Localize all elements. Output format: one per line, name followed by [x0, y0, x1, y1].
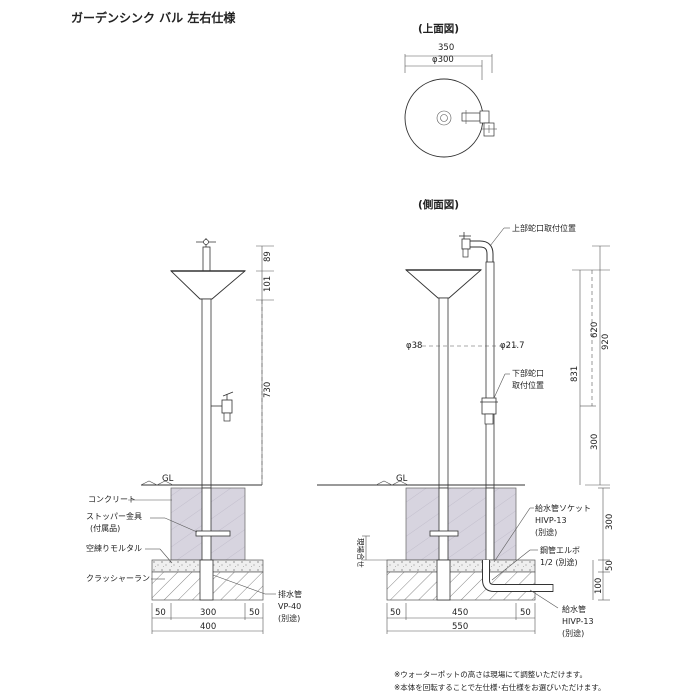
front-drain-pipe — [199, 559, 214, 601]
side-dim-100: 100 — [594, 578, 604, 594]
label-concrete: コンクリート — [88, 495, 136, 504]
side-dim-w50a: 50 — [390, 608, 401, 618]
side-dim-920: 920 — [601, 334, 611, 350]
label-elbow-1: 鋼管エルボ — [540, 545, 580, 555]
side-upper-faucet-icon — [459, 232, 494, 262]
side-dim-831: 831 — [570, 366, 580, 382]
front-bowl — [169, 270, 247, 300]
label-drain-spec: VP-40 — [278, 602, 301, 611]
label-lower-faucet-2: 取付位置 — [512, 380, 544, 390]
label-lower-faucet-1: 下部蛇口 — [512, 368, 544, 378]
front-dim-w400: 400 — [200, 622, 216, 632]
side-view-heading: (側面図) — [418, 198, 459, 211]
label-drain-pipe: 排水管 — [278, 589, 302, 599]
front-dim-w50b: 50 — [249, 608, 260, 618]
note-1: ※ウォーターポットの高さは現場にて調整いただけます。 — [394, 669, 587, 679]
label-mortar: 空練りモルタル — [86, 543, 142, 553]
side-dim-w50b: 50 — [520, 608, 531, 618]
side-dia-post: φ38 — [406, 341, 422, 351]
top-dim-phi300: φ300 — [432, 55, 454, 65]
front-gl-label: GL — [162, 474, 174, 484]
label-supply-1: 給水管 — [562, 604, 586, 614]
front-dim-730: 730 — [263, 382, 273, 398]
label-stopper-note: (付属品) — [90, 523, 120, 533]
front-dim-w300: 300 — [200, 608, 216, 618]
side-dim-300: 300 — [590, 434, 600, 450]
front-view: GL コンクリート ストッパー金具 (付属品) 空練りモルタル クラッシャーラン… — [86, 238, 302, 634]
label-earth-cover: 現場合せ — [356, 538, 366, 568]
front-lower-faucet-icon — [211, 391, 234, 422]
note-2: ※本体を回転することで左仕様･右仕様をお選びいただけます。 — [394, 682, 606, 692]
side-dim-w450: 450 — [452, 608, 468, 618]
side-mortar-layer — [386, 559, 536, 573]
label-socket-2: HIVP-13 — [535, 516, 567, 525]
label-drain-note: (別途) — [278, 613, 300, 623]
side-dim-w550: 550 — [452, 622, 468, 632]
side-lower-faucet-icon — [480, 397, 498, 425]
front-dim-101: 101 — [263, 276, 273, 292]
label-upper-faucet: 上部蛇口取付位置 — [512, 223, 576, 233]
label-stopper: ストッパー金具 — [86, 511, 142, 521]
label-crusher: クラッシャーラン — [86, 574, 150, 583]
label-socket-1: 給水管ソケット — [535, 503, 591, 513]
front-dim-w50a: 50 — [155, 608, 166, 618]
side-gl-label: GL — [396, 474, 408, 484]
side-dim-300b: 300 — [605, 514, 615, 530]
side-dim-50: 50 — [605, 560, 615, 571]
front-dim-89: 89 — [263, 251, 273, 262]
label-socket-3: (別途) — [535, 527, 557, 537]
side-stopper — [429, 530, 459, 537]
front-upper-faucet-icon — [196, 238, 216, 272]
label-elbow-2: 1/2 (別途) — [540, 557, 578, 567]
top-dim-350: 350 — [438, 43, 454, 53]
label-supply-2: HIVP-13 — [562, 617, 594, 626]
top-faucet-icon — [461, 110, 497, 137]
side-dia-pipe: φ21.7 — [500, 341, 525, 351]
top-view-heading: (上面図) — [418, 22, 459, 35]
side-bowl — [404, 269, 483, 299]
page-title: ガーデンシンク バル 左右仕様 — [71, 10, 236, 25]
front-stopper — [195, 530, 231, 537]
side-concrete-block — [405, 487, 517, 561]
side-view: 上部蛇口取付位置 φ38 φ21.7 下部蛇口 取付位置 GL — [317, 223, 615, 638]
side-dim-620: 620 — [590, 322, 600, 338]
label-supply-3: (別途) — [562, 628, 584, 638]
top-view: (上面図) 350 φ300 — [404, 22, 497, 158]
